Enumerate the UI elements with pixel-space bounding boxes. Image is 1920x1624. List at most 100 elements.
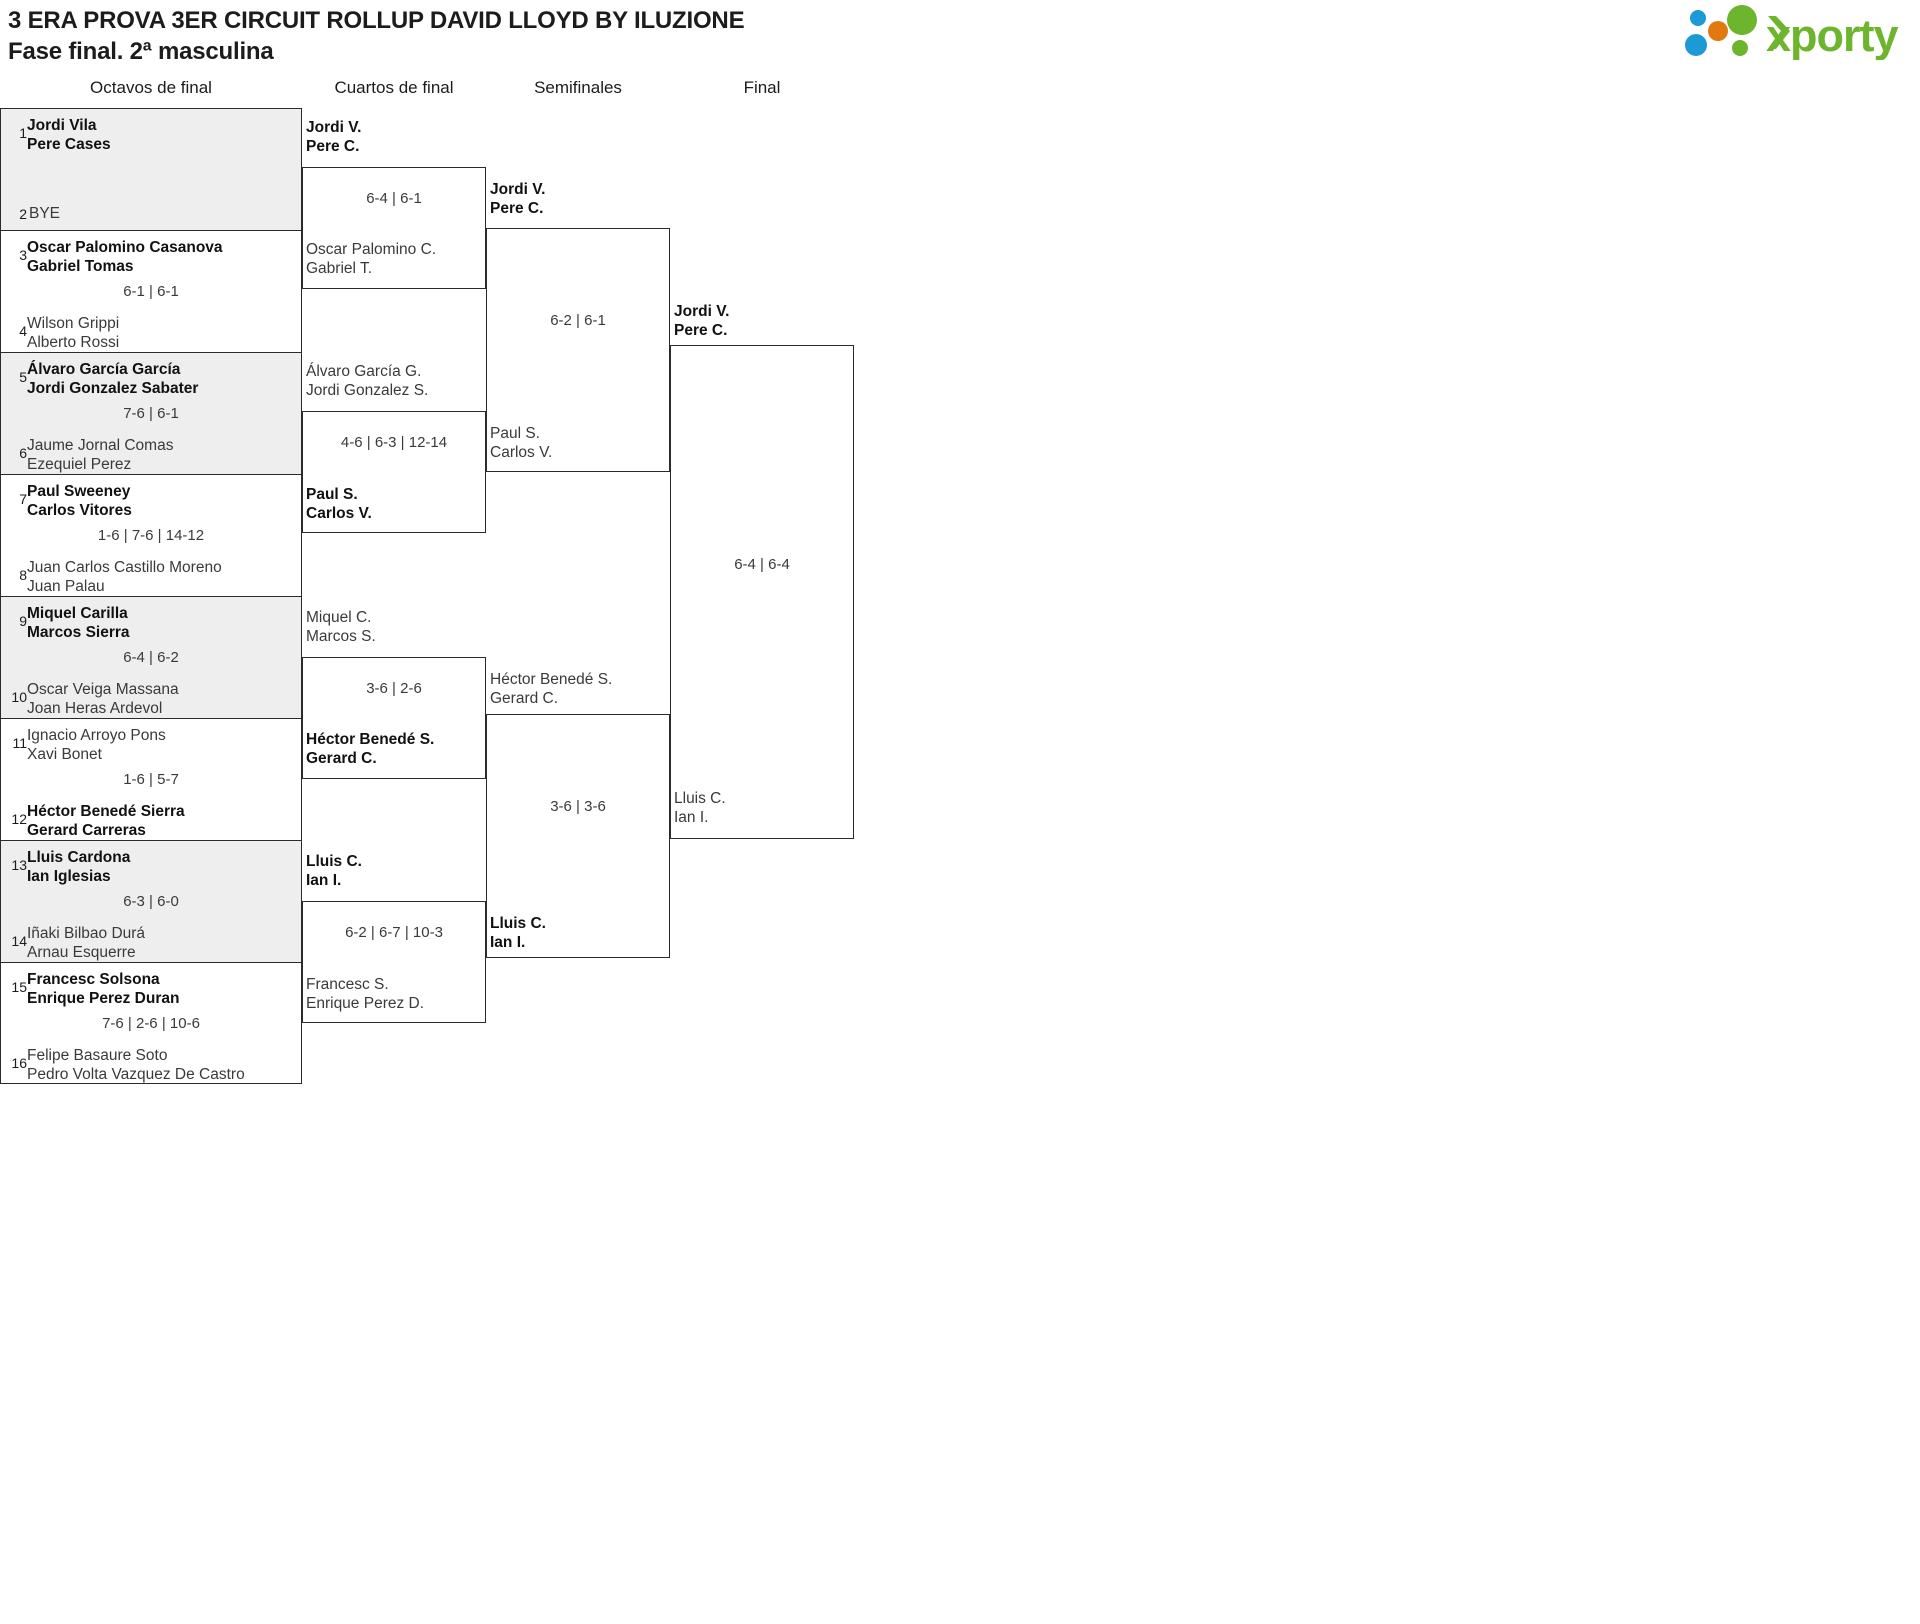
seed-number: 8 <box>19 567 27 583</box>
advancer-r3-1-top: Jordi V. Pere C. <box>490 180 545 218</box>
team-top: Jordi Vila Pere Cases <box>27 116 295 154</box>
player-name: Gerard C. <box>306 750 377 767</box>
match-box-r1-3[interactable]: 5 Álvaro García García Jordi Gonzalez Sa… <box>0 352 302 474</box>
team-top: Oscar Palomino Casanova Gabriel Tomas <box>27 238 295 276</box>
team-top: Miquel Carilla Marcos Sierra <box>27 604 295 642</box>
round-label: Semifinales <box>534 78 622 97</box>
player-name: Paul S. <box>306 486 358 503</box>
team-bottom: Iñaki Bilbao Durá Arnau Esquerre <box>27 924 295 962</box>
match-box-r1-8[interactable]: 15 Francesc Solsona Enrique Perez Duran … <box>0 962 302 1084</box>
seed-number: 4 <box>19 323 27 339</box>
match-box-r2-3[interactable]: 3-6 | 2-6 <box>302 657 486 779</box>
team-bottom: Héctor Benedé Sierra Gerard Carreras <box>27 802 295 840</box>
match-box-r2-4[interactable]: 6-2 | 6-7 | 10-3 <box>302 901 486 1023</box>
seed-number: 14 <box>11 933 27 949</box>
svg-text:xporty: xporty <box>1766 10 1899 60</box>
seed-number: 11 <box>12 735 27 751</box>
player-name: Oscar Veiga Massana <box>27 681 179 698</box>
seed-number: 10 <box>11 689 27 705</box>
player-name: Jordi V. <box>674 303 730 320</box>
round-header-cuartos: Cuartos de final <box>302 78 486 98</box>
player-name: Pedro Volta Vazquez De Castro <box>27 1066 245 1083</box>
seed-number: 5 <box>19 369 27 385</box>
player-name: Ian Iglesias <box>27 868 111 885</box>
player-name: Jaume Jornal Comas <box>27 437 174 454</box>
player-name: Marcos S. <box>306 628 376 645</box>
match-score: 6-1 | 6-1 <box>123 283 179 300</box>
advancer-r3-2-top: Héctor Benedé S. Gerard C. <box>490 670 612 708</box>
seed-number: 9 <box>19 613 27 629</box>
team-bottom: Juan Carlos Castillo Moreno Juan Palau <box>27 558 295 596</box>
player-name: Jordi Gonzalez S. <box>306 382 429 399</box>
match-box-r1-4[interactable]: 7 Paul Sweeney Carlos Vitores 1-6 | 7-6 … <box>0 474 302 596</box>
player-name: Ian I. <box>306 872 342 889</box>
advancer-r2-1-bottom: Oscar Palomino C. Gabriel T. <box>306 240 436 278</box>
match-score: 6-4 | 6-2 <box>123 649 179 666</box>
match-score: 3-6 | 2-6 <box>366 680 422 697</box>
tournament-title: 3 ERA PROVA 3ER CIRCUIT ROLLUP DAVID LLO… <box>8 7 745 34</box>
match-box-r1-6[interactable]: 11 Ignacio Arroyo Pons Xavi Bonet 1-6 | … <box>0 718 302 840</box>
player-name: Miquel C. <box>306 609 372 626</box>
match-score: 6-4 | 6-1 <box>366 190 422 207</box>
player-name: Arnau Esquerre <box>27 944 136 961</box>
seed-number: 13 <box>11 857 27 873</box>
player-name: Enrique Perez Duran <box>27 990 180 1007</box>
player-name: Oscar Palomino C. <box>306 241 437 258</box>
match-box-r1-1[interactable]: 1 Jordi Vila Pere Cases 2 BYE <box>0 108 302 230</box>
match-box-r3-2[interactable]: 3-6 | 3-6 <box>486 714 670 958</box>
match-score: 3-6 | 3-6 <box>550 798 606 815</box>
team-top: Francesc Solsona Enrique Perez Duran <box>27 970 295 1008</box>
player-name: Pere C. <box>490 200 544 217</box>
team-top: Álvaro García García Jordi Gonzalez Saba… <box>27 360 295 398</box>
player-name: Ian I. <box>490 934 526 951</box>
match-box-r1-5[interactable]: 9 Miquel Carilla Marcos Sierra 6-4 | 6-2… <box>0 596 302 718</box>
player-name: Carlos Vitores <box>27 502 132 519</box>
match-score: 1-6 | 5-7 <box>123 771 179 788</box>
player-name: Miquel Carilla <box>27 605 128 622</box>
match-box-r4-1[interactable]: 6-4 | 6-4 <box>670 345 854 839</box>
match-score: 6-4 | 6-4 <box>734 556 790 573</box>
advancer-r2-3-bottom: Héctor Benedé S. Gerard C. <box>306 730 434 768</box>
player-name: Xavi Bonet <box>27 746 102 763</box>
team-bottom: Felipe Basaure Soto Pedro Volta Vazquez … <box>27 1046 295 1084</box>
player-name: Ignacio Arroyo Pons <box>27 727 166 744</box>
advancer-r2-4-top: Lluis C. Ian I. <box>306 852 362 890</box>
player-name: Jordi Gonzalez Sabater <box>27 380 199 397</box>
xporty-logo[interactable]: xporty <box>1680 4 1910 60</box>
logo-chevron-icon <box>1768 16 1790 49</box>
match-box-r1-2[interactable]: 3 Oscar Palomino Casanova Gabriel Tomas … <box>0 230 302 352</box>
round-header-semifinales: Semifinales <box>486 78 670 98</box>
team-bottom: Jaume Jornal Comas Ezequiel Perez <box>27 436 295 474</box>
player-name: Lluis C. <box>674 790 726 807</box>
player-name: Carlos V. <box>306 505 372 522</box>
advancer-r4-top: Jordi V. Pere C. <box>674 302 729 340</box>
seed-number: 12 <box>11 811 27 827</box>
player-name: Héctor Benedé S. <box>490 671 613 688</box>
round-label: Final <box>743 78 781 97</box>
advancer-r2-4-bottom: Francesc S. Enrique Perez D. <box>306 975 424 1013</box>
seed-number: 2 <box>19 206 27 222</box>
match-box-r2-2[interactable]: 4-6 | 6-3 | 12-14 <box>302 411 486 533</box>
page-title: 3 ERA PROVA 3ER CIRCUIT ROLLUP DAVID LLO… <box>8 6 745 68</box>
player-name: Jordi V. <box>306 119 362 136</box>
team-top: Ignacio Arroyo Pons Xavi Bonet <box>27 726 295 764</box>
player-name: Paul Sweeney <box>27 483 131 500</box>
round-header-final: Final <box>670 78 854 98</box>
match-box-r1-7[interactable]: 13 Lluis Cardona Ian Iglesias 6-3 | 6-0 … <box>0 840 302 962</box>
player-name: Pere Cases <box>27 136 111 153</box>
match-box-r3-1[interactable]: 6-2 | 6-1 <box>486 228 670 472</box>
player-name: Gerard Carreras <box>27 822 146 839</box>
team-top: Paul Sweeney Carlos Vitores <box>27 482 295 520</box>
round-label: Octavos de final <box>90 78 212 97</box>
match-box-r2-1[interactable]: 6-4 | 6-1 <box>302 167 486 289</box>
player-name: Oscar Palomino Casanova <box>27 239 223 256</box>
seed-number: 16 <box>11 1055 27 1071</box>
match-score: 7-6 | 2-6 | 10-6 <box>102 1015 200 1032</box>
player-name: Jordi V. <box>490 181 546 198</box>
seed-number: 6 <box>19 445 27 461</box>
match-score: 6-2 | 6-1 <box>550 312 606 329</box>
team-bottom: Oscar Veiga Massana Joan Heras Ardevol <box>27 680 295 718</box>
player-name: Ezequiel Perez <box>27 456 132 473</box>
team-top: Lluis Cardona Ian Iglesias <box>27 848 295 886</box>
player-name: Lluis Cardona <box>27 849 131 866</box>
